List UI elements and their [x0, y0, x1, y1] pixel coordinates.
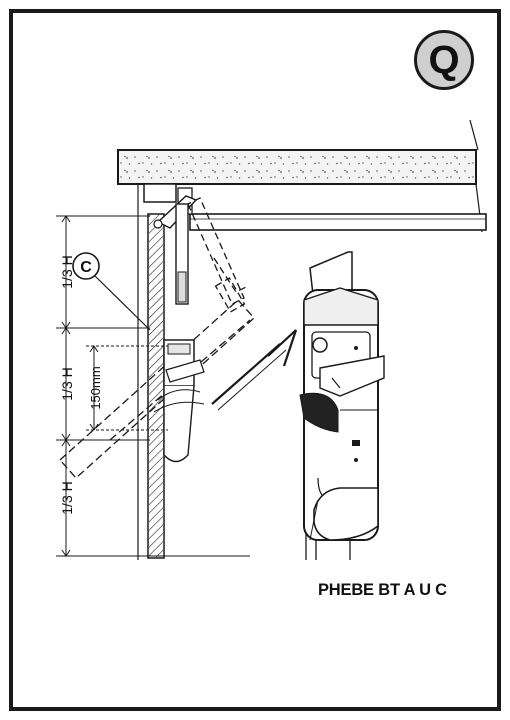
- dimension-middle-third: 1/3 H: [59, 367, 75, 400]
- operator-detail-view: [299, 251, 385, 560]
- product-caption: PHEBE BT A U C: [318, 581, 447, 599]
- callout-c-label: C: [80, 259, 92, 276]
- section-badge: Q: [414, 30, 474, 90]
- dimension-offset: 150mm: [88, 366, 103, 409]
- operator-arm-open-dashed: [187, 197, 249, 313]
- overhead-rail: [189, 213, 487, 231]
- detail-arrow: [211, 329, 298, 411]
- dimension-lines: [56, 215, 250, 557]
- callout-c: C: [72, 252, 151, 331]
- dimension-upper-third: 1/3 H: [59, 255, 75, 288]
- ceiling-slab: [117, 119, 483, 233]
- dimension-lower-third: 1/3 H: [59, 481, 75, 514]
- page-frame: [9, 9, 501, 711]
- mounted-operator: [153, 339, 205, 463]
- door-leaf: [147, 213, 165, 559]
